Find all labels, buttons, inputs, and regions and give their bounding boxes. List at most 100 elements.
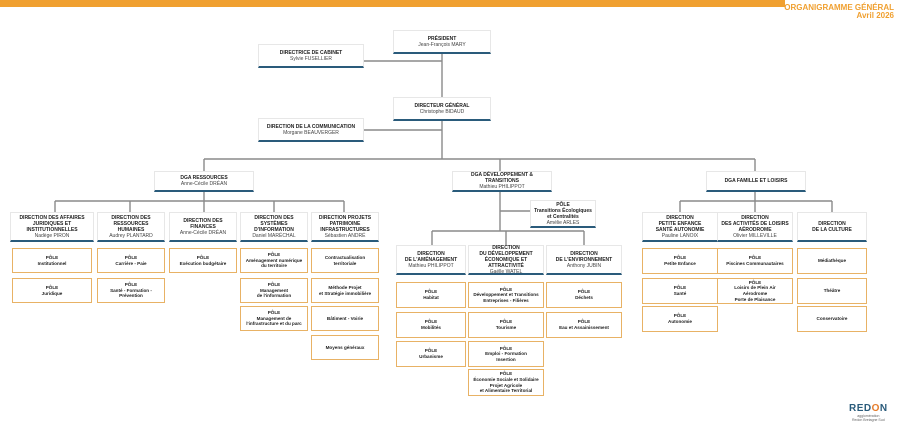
direction-culture-box: DIRECTION DE LA CULTURE <box>797 212 867 242</box>
pole-transitions-name: Amélie ARLES <box>546 219 580 226</box>
logo-sub-2: Redon Bretagne Sud <box>851 418 885 422</box>
direction-patrimoine-name: Sébastien ANDRÉ <box>324 232 366 239</box>
dg-name: Christophe BIDAUD <box>419 108 465 115</box>
direction-enfance-line2: PETITE ENFANCE <box>658 220 702 227</box>
logo-sub-1: agglomération <box>857 414 880 418</box>
president-title: PRÉSIDENT <box>427 35 457 42</box>
pole-transitions-box: PÔLE Transitions Écologiques et Centrali… <box>530 200 596 228</box>
pole-management-infrastructure: PÔLE Management de l'infrastructure et d… <box>240 306 308 331</box>
direction-enfance-name: Pauline LANOIX <box>661 232 699 239</box>
direction-loisirs-line1: DIRECTION <box>741 214 769 221</box>
cabinet-name: Sylvie FUSELLIER <box>290 55 332 62</box>
pole-habitat: PÔLE Habitat <box>396 282 466 308</box>
page-title: ORGANIGRAMME GÉNÉRAL Avril 2026 <box>784 4 894 20</box>
direction-si-box: DIRECTION DES SYSTÈMES D'INFORMATION Dan… <box>240 212 308 242</box>
pole-conservatoire: Conservatoire <box>797 306 867 332</box>
direction-eco-line3: ÉCONOMIQUE ET ATTRACTIVITÉ <box>484 256 528 269</box>
direction-si-line1: DIRECTION DES SYSTÈMES <box>254 214 294 227</box>
pole-transitions-line2: Transitions Écologiques <box>534 207 592 214</box>
pole-carriere-paie: PÔLE Carrière - Paie <box>97 248 165 273</box>
direction-eco-line2: DU DÉVELOPPEMENT <box>479 250 533 257</box>
pole-theatre: Théâtre <box>797 278 867 304</box>
communication-box: DIRECTION DE LA COMMUNICATION Morgane BE… <box>258 118 364 142</box>
communication-title: DIRECTION DE LA COMMUNICATION <box>266 123 356 130</box>
pole-institutionnel: PÔLE Institutionnel <box>12 248 92 273</box>
communication-name: Morgane BEAUVERGER <box>283 129 339 136</box>
direction-juridique-name: Nadège PIRON <box>34 232 70 239</box>
pole-autonomie: PÔLE Autonomie <box>642 306 718 332</box>
direction-amenagement-line2: DE L'AMÉNAGEMENT <box>404 256 458 263</box>
pole-sante-formation: PÔLE Santé - Formation - Prévention <box>97 278 165 303</box>
pole-tourisme: PÔLE Tourisme <box>468 312 544 338</box>
pole-transitions-line3: et Centralités <box>547 213 579 220</box>
direction-enfance-box: DIRECTION PETITE ENFANCE SANTÉ AUTONOMIE… <box>642 212 718 242</box>
direction-loisirs-line2: DES ACTIVITÉS DE LOISIRS <box>721 220 789 227</box>
direction-enfance-line3: SANTÉ AUTONOMIE <box>655 226 705 233</box>
direction-environnement-box: DIRECTION DE L'ENVIRONNEMENT Anthony JUB… <box>546 245 622 275</box>
pole-methode-projet: Méthode Projet et Stratégie immobilière <box>311 278 379 303</box>
pole-sante: PÔLE Santé <box>642 278 718 304</box>
logo-word-c: N <box>879 403 888 414</box>
pole-mobilites: PÔLE Mobilités <box>396 312 466 338</box>
direction-eco-line1: DIRECTION <box>492 244 520 251</box>
pole-amenagement-numerique: PÔLE Aménagement numérique du territoire <box>240 248 308 273</box>
direction-rh-box: DIRECTION DES RESSOURCES HUMAINES Audrey… <box>97 212 165 242</box>
president-name: Jean-François MARY <box>418 41 466 48</box>
direction-patrimoine-line2: PATRIMOINE <box>329 220 361 227</box>
pole-urbanisme: PÔLE Urbanisme <box>396 341 466 367</box>
direction-finances-box: DIRECTION DES FINANCES Anne-Cécile DRÉAN <box>169 212 237 242</box>
pole-dechets: PÔLE Déchets <box>546 282 622 308</box>
logo-word-a: RED <box>849 403 872 414</box>
pole-eau-assainissement: PÔLE Eau et Assainissement <box>546 312 622 338</box>
direction-eco-box: DIRECTION DU DÉVELOPPEMENT ÉCONOMIQUE ET… <box>468 245 544 275</box>
dga-dev-box: DGA DÉVELOPPEMENT & TRANSITIONS Mathieu … <box>452 171 552 192</box>
direction-juridique-line1: DIRECTION DES AFFAIRES <box>19 214 85 221</box>
direction-culture-line2: DE LA CULTURE <box>812 226 852 233</box>
direction-finances-name: Anne-Cécile DRÉAN <box>179 229 227 236</box>
pole-petite-enfance: PÔLE Petite Enfance <box>642 248 718 274</box>
direction-rh-line2: RESSOURCES HUMAINES <box>113 220 149 233</box>
dga-dev-name: Mathieu PHILIPPOT <box>479 184 525 190</box>
direction-rh-name: Audrey PLANTARD <box>109 232 153 239</box>
pole-emploi-formation: PÔLE Emploi - Formation Insertion <box>468 341 544 367</box>
cabinet-title: DIRECTRICE DE CABINET <box>279 49 343 56</box>
pole-mediatheque: Médiathèque <box>797 248 867 274</box>
pole-batiment-voirie: Bâtiment - Voirie <box>311 306 379 331</box>
direction-environnement-name: Anthony JUBIN <box>566 262 602 269</box>
pole-loisirs-plein-air: PÔLE Loisirs de Plein Air Aérodrome Port… <box>717 278 793 304</box>
dg-title: DIRECTEUR GÉNÉRAL <box>414 102 470 109</box>
direction-patrimoine-line3: INFRASTRUCTURES <box>320 226 370 233</box>
direction-amenagement-box: DIRECTION DE L'AMÉNAGEMENT Mathieu PHILI… <box>396 245 466 275</box>
direction-amenagement-name: Mathieu PHILIPPOT <box>408 262 454 269</box>
pole-contractualisation: Contractualisation territoriale <box>311 248 379 273</box>
header-accent-bar <box>0 0 785 7</box>
direction-patrimoine-box: DIRECTION PROJETS PATRIMOINE INFRASTRUCT… <box>311 212 379 242</box>
cabinet-box: DIRECTRICE DE CABINET Sylvie FUSELLIER <box>258 44 364 68</box>
pole-transitions-label: PÔLE <box>556 201 570 208</box>
direction-loisirs-box: DIRECTION DES ACTIVITÉS DE LOISIRS AÉROD… <box>717 212 793 242</box>
direction-si-line2: D'INFORMATION <box>254 226 294 233</box>
direction-rh-line1: DIRECTION DES <box>111 214 151 221</box>
pole-moyens-generaux: Moyens généraux <box>311 335 379 360</box>
pole-economie-sociale: PÔLE Économie Sociale et Solidaire Proje… <box>468 369 544 396</box>
direction-si-name: Daniel MARÉCHAL <box>252 232 296 239</box>
dga-ressources-name: Anne-Cécile DRÉAN <box>180 181 228 187</box>
direction-loisirs-name: Olivier MILLEVILLE <box>733 232 777 239</box>
direction-patrimoine-line1: DIRECTION PROJETS <box>318 214 372 221</box>
dga-famille-title: DGA FAMILLE ET LOISIRS <box>724 178 788 184</box>
pole-execution-budgetaire: PÔLE Exécution budgétaire <box>169 248 237 273</box>
pole-developpement-transitions: PÔLE Développement et Transitions Entrep… <box>468 282 544 308</box>
dga-ressources-box: DGA RESSOURCES Anne-Cécile DRÉAN <box>154 171 254 192</box>
direction-environnement-line2: DE L'ENVIRONNEMENT <box>555 256 613 263</box>
redon-logo: REDON agglomération Redon Bretagne Sud <box>849 403 888 423</box>
dga-ressources-title: DGA RESSOURCES <box>180 175 228 181</box>
title-line-1: ORGANIGRAMME GÉNÉRAL <box>784 3 894 12</box>
direction-juridique-box: DIRECTION DES AFFAIRES JURIDIQUES ET INS… <box>10 212 94 242</box>
direction-environnement-line1: DIRECTION <box>570 250 598 257</box>
direction-juridique-line2: JURIDIQUES ET <box>32 220 72 227</box>
president-box: PRÉSIDENT Jean-François MARY <box>393 30 491 54</box>
direction-juridique-line3: INSTITUTIONNELLES <box>26 226 78 233</box>
pole-juridique: PÔLE Juridique <box>12 278 92 303</box>
dg-box: DIRECTEUR GÉNÉRAL Christophe BIDAUD <box>393 97 491 121</box>
